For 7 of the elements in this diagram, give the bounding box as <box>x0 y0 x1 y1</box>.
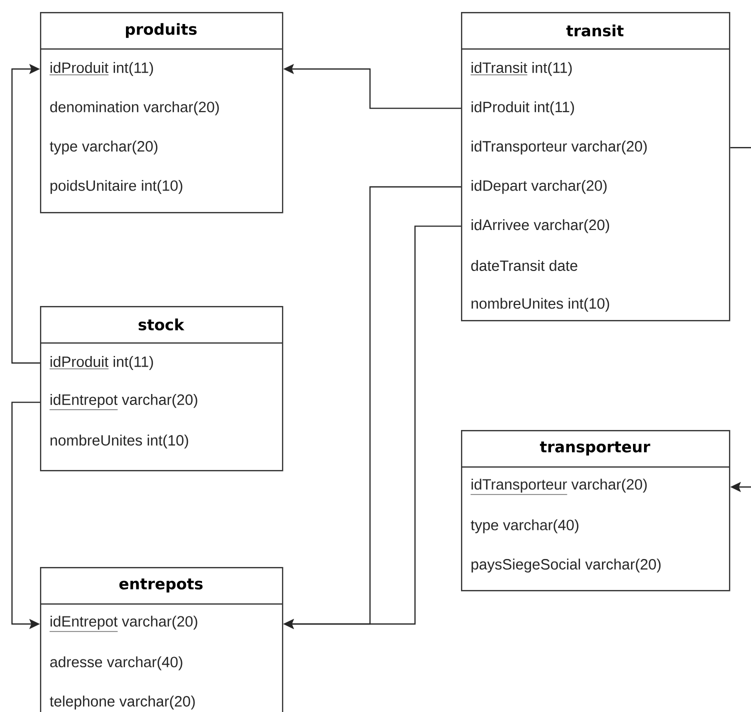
table: transporteur idTransporteur varchar(20) type varchar(40) paysSiegeSocial varchar(20) <box>461 430 730 592</box>
connector <box>730 147 751 148</box>
table: entrepots idEntrepot varchar(20) adresse varchar(40) telephone varchar(20) <box>40 567 284 712</box>
table: produits idProduit int(11) denomination varchar(20) type varchar(20) poidsUnitaire int(10) <box>40 12 284 214</box>
table: stock idProduit int(11) idEntrepot varchar(20) nombreUnites int(10) <box>40 306 284 472</box>
connector <box>11 64 40 364</box>
table: transit idTransit int(11) idProduit int(11) idTransporteur varchar(20) idDepart varchar(20) idArrivee varchar(20) dateTransit date nombreUnites int(10) <box>461 12 730 322</box>
